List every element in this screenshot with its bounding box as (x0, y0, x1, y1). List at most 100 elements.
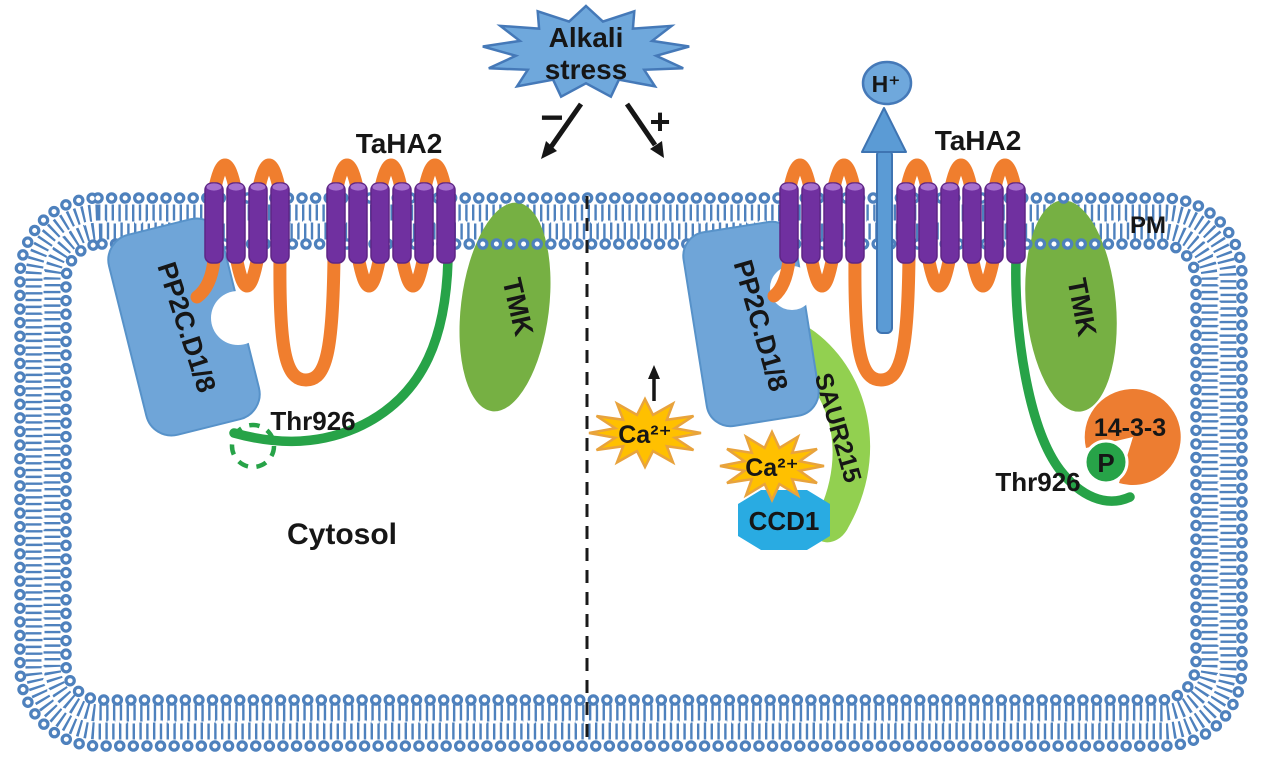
activation-arrow (624, 102, 658, 147)
pm-label: PM (1130, 212, 1166, 239)
tm-helix-cap (986, 183, 1002, 191)
taha2-label-left: TaHA2 (356, 128, 443, 159)
tm-helix (348, 182, 368, 264)
taha2-helices-right (779, 182, 1026, 264)
tm-helix (962, 182, 982, 264)
inhibition-arrowhead (541, 141, 557, 159)
c-terminal-tail-right (1011, 255, 1135, 506)
thr926-label-right: Thr926 (995, 467, 1080, 497)
tm-helix (248, 182, 268, 264)
tm-helix-cap (228, 183, 244, 191)
tm-helix (779, 182, 799, 264)
membrane-inner-heads (60, 238, 1202, 706)
tmk-receptor-right (1025, 200, 1117, 412)
thr926-label-left: Thr926 (270, 406, 355, 436)
proton-label: H⁺ (872, 71, 901, 97)
saur215-protein (769, 314, 871, 543)
plasma-membrane-heads (14, 192, 1248, 752)
tm-helix-cap (438, 183, 454, 191)
tm-helix-cap (898, 183, 914, 191)
loop-bottom (921, 249, 957, 293)
cytosol-label: Cytosol (287, 518, 397, 551)
calcium-burst-free (588, 396, 702, 470)
tm-helix-cap (1008, 183, 1024, 191)
tm-helix-cap (825, 183, 841, 191)
taha2-helices-left (204, 182, 456, 264)
tm-helix (801, 182, 821, 264)
proton-efflux-arrowhead (861, 107, 907, 153)
tm-helix-cap (350, 183, 366, 191)
ccd1-label: CCD1 (749, 506, 820, 536)
alkali-stress-label-line2: stress (545, 54, 628, 85)
tm-helix (204, 182, 224, 264)
loop-deep (848, 249, 916, 387)
tm-helix-cap (942, 183, 958, 191)
tm-helix (1006, 182, 1026, 264)
tm-helix-cap (372, 183, 388, 191)
membrane-outer-heads-core (17, 195, 1245, 749)
membrane-inner-tails (43, 222, 1219, 722)
left-complex: TaHA2 PP2C.D1/8 TMK Thr926 (107, 128, 539, 470)
tm-helix (823, 182, 843, 264)
inhibition-arrow (548, 102, 584, 149)
tm-helix (984, 182, 1004, 264)
fourteen-three-three-protein (1084, 389, 1181, 486)
tm-helix-cap (206, 183, 222, 191)
proton-efflux-group: H⁺ (861, 60, 913, 334)
calcium-label-free: Ca²⁺ (618, 421, 671, 449)
tm-helix (370, 182, 390, 264)
tmk-receptor-left (459, 202, 551, 412)
tm-helix (270, 182, 290, 264)
tm-helix-cap (416, 183, 432, 191)
loop-bottom (229, 249, 265, 293)
tm-helix-cap (394, 183, 410, 191)
tm-helix-cap (250, 183, 266, 191)
tm-helix (436, 182, 456, 264)
phospho-circle (1083, 439, 1129, 485)
ccd1-protein (738, 490, 830, 550)
alkali-stress-label-line1: Alkali (549, 22, 624, 53)
plasma-membrane (25, 204, 1237, 740)
tm-helix-cap (803, 183, 819, 191)
tm-helix (326, 182, 346, 264)
proton-efflux-arrow-shaft (876, 149, 893, 334)
minus-sign: − (540, 96, 563, 140)
tm-helix-cap (920, 183, 936, 191)
loop-bottom (804, 249, 840, 293)
loop-bottom (351, 249, 387, 293)
tm-helix (918, 182, 938, 264)
alkali-stress-group: Alkali stress − + (482, 4, 690, 159)
tm-helix (896, 182, 916, 264)
thr926-site-circle (229, 422, 277, 470)
proton-icon (861, 60, 913, 106)
tm-helix (226, 182, 246, 264)
tm-helix-cap (781, 183, 797, 191)
tm-helix (845, 182, 865, 264)
tm-helix (392, 182, 412, 264)
calcium-label-bound: Ca²⁺ (745, 454, 798, 482)
loop-bottom (965, 249, 1001, 293)
tm-helix (940, 182, 960, 264)
n-terminal-stub (190, 253, 221, 304)
c-terminal-tail-left (229, 255, 453, 447)
pp2c-notch-left (211, 291, 265, 345)
alkali-stress-burst (482, 4, 690, 99)
plus-sign: + (649, 101, 670, 142)
taha2-label-right: TaHA2 (935, 125, 1022, 156)
tm-helix-cap (328, 183, 344, 191)
fourteen-three-three-label: 14-3-3 (1094, 414, 1166, 442)
loop-deep (273, 249, 341, 387)
phospho-label: P (1097, 448, 1114, 478)
membrane-midline (41, 220, 1221, 724)
tm-helix (414, 182, 434, 264)
calcium-increase-arrowhead (648, 365, 660, 379)
activation-arrowhead (650, 141, 664, 158)
n-terminal-stub (767, 253, 796, 303)
tm-helix-cap (847, 183, 863, 191)
tm-helix-cap (964, 183, 980, 191)
calcium-burst-bound (719, 429, 825, 503)
right-complex: Ca²⁺ Ca²⁺ CCD1 14-3-3 P Thr926 SAUR215 P… (588, 125, 1181, 550)
loop-bottom (395, 249, 431, 293)
